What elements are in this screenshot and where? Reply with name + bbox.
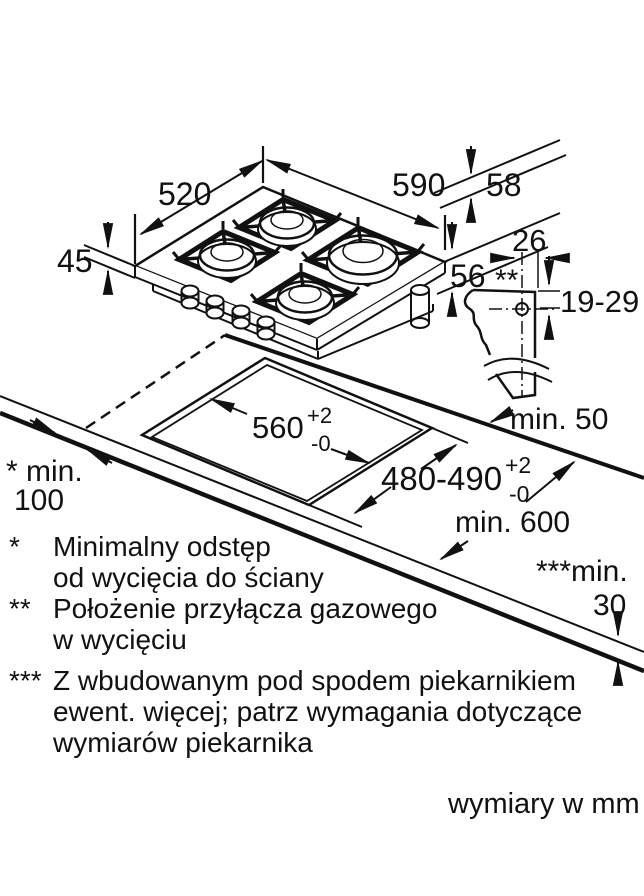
footnote-marker: *** [9, 665, 42, 696]
dim-min50-label: min. 50 [510, 403, 608, 436]
dim-560-tol-minus: -0 [311, 431, 331, 456]
dim-56: 56 [436, 212, 561, 317]
dim-58-label: 58 [486, 167, 522, 203]
dim-520: 520 [133, 159, 264, 264]
footnote-line: wymiarów piekarnika [53, 727, 313, 758]
dim-480-tol-plus: +2 [505, 452, 531, 478]
footnote-gas: ** Położenie przyłącza gazowego w wycięc… [9, 593, 629, 655]
footnote-line: w wycięciu [53, 624, 187, 655]
dim-45-label: 45 [57, 243, 93, 279]
dim-590-label: 590 [392, 167, 445, 203]
gas-marker-label: ** [495, 264, 519, 297]
dim-480-tol-minus: -0 [509, 481, 529, 507]
dim-560-value: 560 [252, 410, 304, 445]
dim-19-29-label: 19-29 [560, 284, 639, 319]
control-knobs [180, 284, 276, 341]
dim-min600-label: min. 600 [455, 506, 570, 539]
dim-min30-label: ***min. [536, 555, 628, 588]
dim-58: 58 [433, 139, 567, 223]
dim-56-label: 56 [450, 258, 486, 294]
dim-min-30: ***min. 30 [536, 555, 628, 686]
knob [205, 294, 225, 320]
knob [256, 315, 276, 341]
dim-520-label: 520 [158, 176, 211, 212]
dim-26-label: 26 [512, 223, 546, 258]
hob-foot [410, 284, 430, 329]
dim-min100-value: 100 [14, 484, 64, 517]
footnote-marker: * [9, 531, 20, 562]
wall-hidden-edge-line [85, 333, 226, 430]
worktop-front-edge-top [0, 395, 644, 653]
burner-left [197, 238, 257, 279]
gas-profile-top [472, 288, 537, 358]
burner-back [257, 206, 317, 247]
dim-26: 26 [490, 223, 570, 288]
dim-min-100: * min. 100 [6, 417, 113, 517]
hob-glass-edges [134, 262, 446, 351]
dim-min-600: min. 600 [439, 460, 576, 561]
cutout-extension-br [308, 504, 363, 528]
burner-right-wok [326, 234, 400, 285]
dim-45: 45 [57, 222, 136, 295]
knob [231, 304, 251, 330]
gas-profile-break [483, 357, 553, 383]
dim-560: 560 +2 -0 [209, 398, 372, 464]
footnote-line: Położenie przyłącza gazowego [53, 593, 438, 624]
gas-profile-left [463, 288, 492, 356]
dim-min-50: min. 50 [489, 403, 608, 436]
dim-min30-value: 30 [593, 589, 626, 622]
footnote-line: od wycięcia do ściany [53, 562, 324, 593]
footnote-line: Minimalny odstęp [53, 531, 271, 562]
dim-480-490: 480-490 +2 -0 [353, 443, 531, 515]
cutout-extension-tr [431, 427, 469, 444]
footnote-line: ewent. więcej; patrz wymagania dotyczące [53, 696, 583, 727]
worktop-back-edge [224, 333, 644, 480]
footnote-wall: * Minimalny odstęp od wycięcia do ściany [9, 531, 629, 593]
footnote-marker: ** [9, 593, 31, 624]
knob [180, 284, 200, 310]
cutout-inner-edge [150, 363, 424, 503]
dim-480-value: 480-490 [381, 460, 502, 497]
dim-560-tol-plus: +2 [307, 403, 332, 428]
gas-profile-bottom [494, 372, 537, 400]
dim-min100-label: * min. [6, 455, 83, 488]
footnote-oven: *** Z wbudowanym pod spodem piekarnikiem… [9, 665, 629, 758]
pan-support-front [249, 263, 361, 326]
gas-connection-detail: 26 ** 19-29 min. 50 [463, 223, 639, 436]
footnote-line: Z wbudowanym pod spodem piekarnikiem [53, 665, 576, 696]
burner-front [275, 280, 335, 321]
dim-19-29: 19-29 [538, 256, 639, 340]
footnotes: * Minimalny odstęp od wycięcia do ściany… [9, 531, 629, 758]
units-note: wymiary w mm [448, 788, 640, 820]
